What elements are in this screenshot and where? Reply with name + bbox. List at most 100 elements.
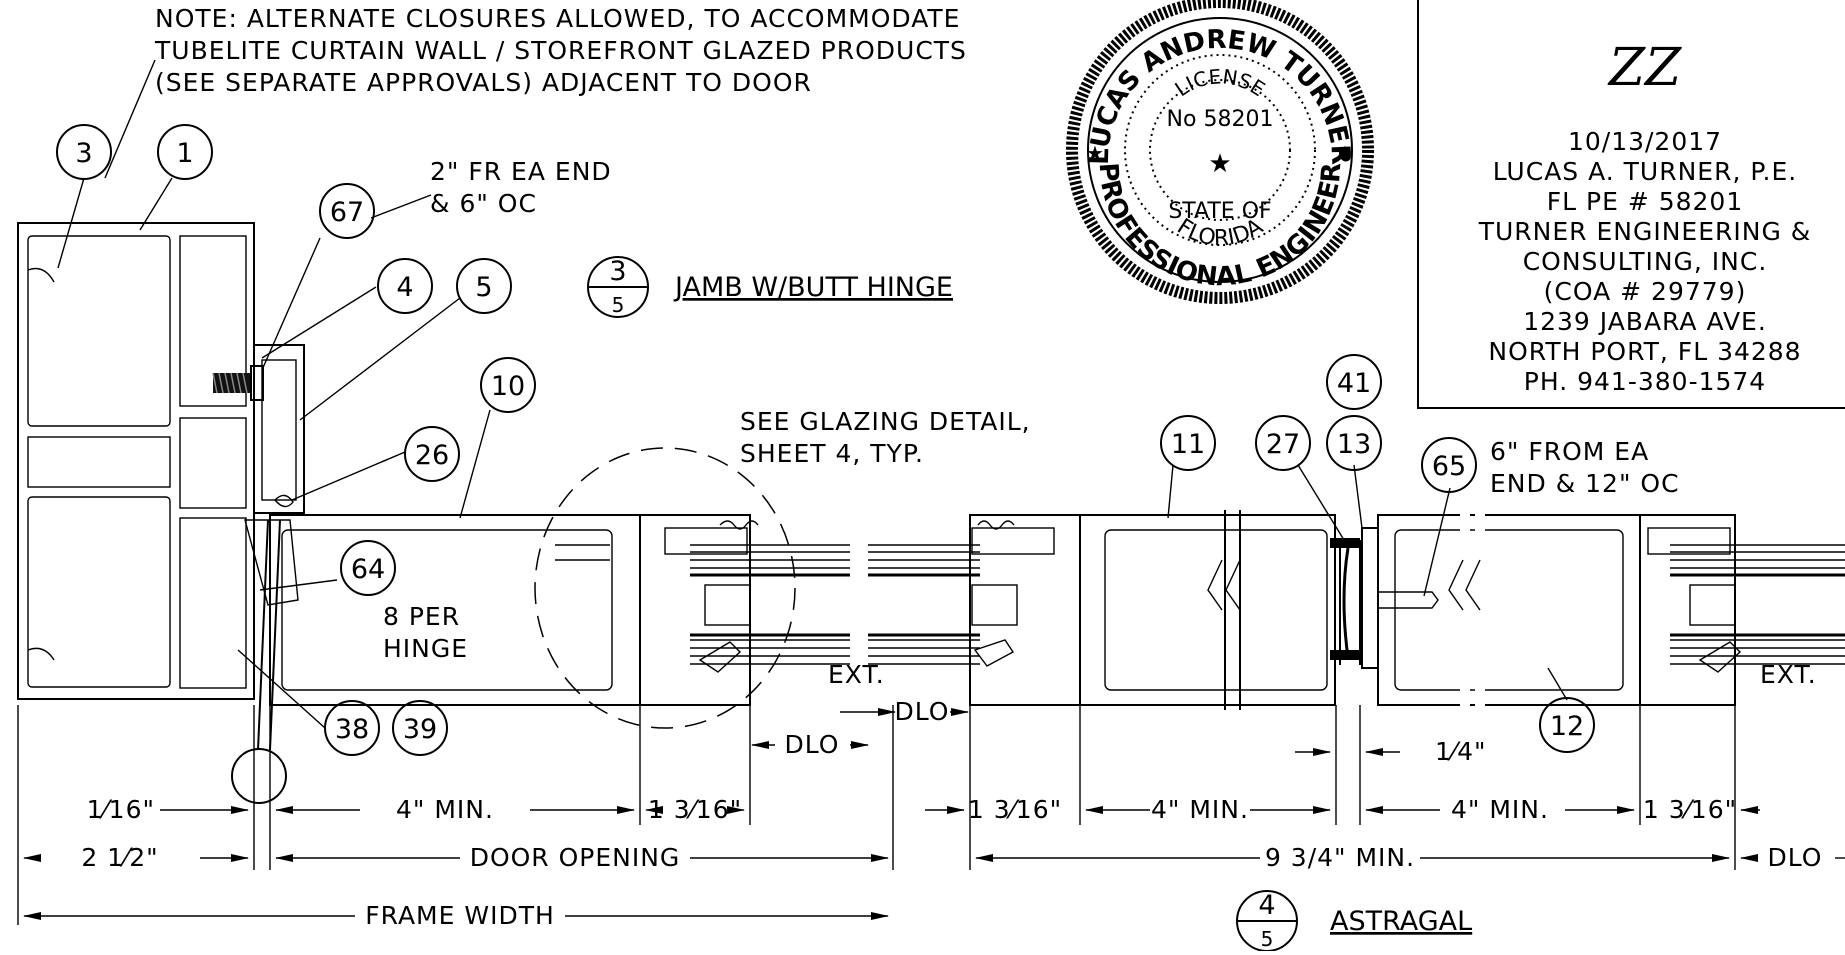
svg-text:4: 4 (396, 272, 413, 303)
detail-title: ASTRAGAL (1330, 906, 1472, 937)
svg-text:67: 67 (330, 197, 364, 228)
dim-four-min-b: 4" MIN. (1151, 795, 1249, 824)
dimension-extension-lines (17, 705, 1736, 925)
seal-license: LICENSE (1170, 64, 1269, 101)
seal-name: LUCAS ANDREW TURNER (1085, 25, 1355, 166)
glass-unit-right (1670, 544, 1845, 665)
professional-engineer-seal: LUCAS ANDREW TURNER PROFESSIONAL ENGINEE… (1066, 0, 1374, 304)
dimension-labels: 1⁄16" 4" MIN. 1 3⁄16" DLO DLO 1 3⁄16" 4"… (81, 697, 1823, 930)
exterior-label-left: EXT. (828, 660, 885, 689)
callout-leaders (57, 59, 1568, 729)
seal-left-star: ★ (1086, 141, 1104, 165)
detail-title: JAMB W/BUTT HINGE (673, 272, 953, 303)
seal-center-star: ★ (1208, 149, 1231, 179)
stamp-line-5: CONSULTING, INC. (1523, 247, 1768, 276)
callout-11: 11 (1160, 415, 1216, 471)
svg-text:10: 10 (491, 371, 525, 402)
note-line-3: (SEE SEPARATE APPROVALS) ADJACENT TO DOO… (155, 68, 812, 97)
callout-4: 4 (377, 258, 433, 314)
callout-1: 1 (157, 124, 213, 180)
callout-26: 26 (404, 426, 460, 482)
stamp-line-4: TURNER ENGINEERING & (1478, 217, 1812, 246)
engineer-stamp-box: ZZ 10/13/2017 LUCAS A. TURNER, P.E. FL P… (1417, 0, 1845, 409)
svg-text:39: 39 (403, 714, 437, 745)
svg-text:27: 27 (1266, 429, 1300, 460)
glazing-detail-circle (534, 447, 796, 729)
callout-65: 65 (1421, 437, 1477, 493)
stamp-line-3: FL PE # 58201 (1547, 187, 1744, 216)
dim-one-3-16-a: 1 3⁄16" (648, 795, 742, 824)
svg-text:5: 5 (475, 272, 492, 303)
svg-text:1: 1 (176, 138, 193, 169)
detail-tag-jamb: 3 5 JAMB W/BUTT HINGE (587, 256, 953, 318)
detail-sheet: 5 (612, 293, 625, 317)
dim-dlo-a: DLO (895, 697, 950, 726)
callout-67: 67 (319, 183, 375, 239)
detail-sheet: 5 (1261, 927, 1274, 951)
glazing-note-line-2: SHEET 4, TYP. (740, 439, 924, 468)
weatherstrip-26 (274, 494, 294, 508)
callout-38: 38 (324, 700, 380, 756)
callout-13: 13 (1326, 415, 1382, 471)
stamp-line-9: PH. 941-380-1574 (1524, 367, 1766, 396)
dim-four-min-c: 4" MIN. (1451, 795, 1549, 824)
note-line-1: NOTE: ALTERNATE CLOSURES ALLOWED, TO ACC… (155, 4, 960, 33)
dim-one-3-16-b: 1 3⁄16" (968, 795, 1062, 824)
per-hinge-line-2: HINGE (383, 634, 468, 663)
glazing-note-line-1: SEE GLAZING DETAIL, (740, 407, 1031, 436)
dimension-lines (23, 708, 1845, 920)
astragal-assembly (1330, 527, 1379, 669)
callout-64: 64 (340, 540, 396, 596)
callout-5: 5 (456, 258, 512, 314)
dim-quarter: 1⁄4" (1435, 737, 1487, 766)
fastener-spacing-line-1: 2" FR EA END (430, 157, 612, 186)
glazing-pocket-middle (969, 514, 1081, 706)
screw-fastener (212, 365, 264, 401)
door-stile-middle (1079, 510, 1336, 710)
detail-number: 4 (1258, 890, 1275, 921)
jamb-frame-profile (17, 222, 255, 700)
seal-number: No 58201 (1167, 107, 1274, 132)
stamp-line-7: 1239 JABARA AVE. (1523, 307, 1767, 336)
svg-text:64: 64 (351, 554, 385, 585)
svg-text:12: 12 (1550, 711, 1584, 742)
callout-10: 10 (480, 357, 536, 413)
svg-text:LUCAS ANDREW TURNER: LUCAS ANDREW TURNER (1085, 25, 1355, 166)
hinge-leaf (231, 519, 299, 804)
glass-unit-left (690, 544, 850, 665)
svg-text:3: 3 (75, 138, 92, 169)
stamp-line-8: NORTH PORT, FL 34288 (1488, 337, 1801, 366)
callout-27: 27 (1255, 415, 1311, 471)
dim-two-half: 2 1⁄2" (81, 843, 158, 872)
dim-sixteenth: 1⁄16" (87, 795, 155, 824)
seal-state: STATE OF (1168, 199, 1271, 224)
dim-four-min-a: 4" MIN. (396, 795, 494, 824)
svg-text:LICENSE: LICENSE (1170, 64, 1269, 101)
stamp-line-6: (COA # 29779) (1544, 277, 1747, 306)
anchor-spacing-line-2: END & 12" OC (1490, 469, 1680, 498)
stamp-line-2: LUCAS A. TURNER, P.E. (1493, 157, 1797, 186)
svg-text:65: 65 (1432, 451, 1466, 482)
callout-41: 41 (1326, 354, 1382, 410)
engineer-signature: ZZ (1607, 38, 1682, 98)
svg-text:41: 41 (1337, 368, 1371, 399)
door-stile-right (1377, 510, 1641, 710)
per-hinge-line-1: 8 PER (383, 602, 460, 631)
dim-one-3-16-c: 1 3⁄16" (1643, 795, 1737, 824)
fastener-65 (1377, 591, 1439, 609)
glazing-pocket-left (639, 514, 759, 706)
svg-text:26: 26 (415, 440, 449, 471)
svg-text:13: 13 (1337, 429, 1371, 460)
glazing-pocket-right (1639, 514, 1742, 706)
note-line-2: TUBELITE CURTAIN WALL / STOREFRONT GLAZE… (154, 36, 967, 65)
seal-right-star: ★ (1336, 141, 1354, 165)
svg-text:11: 11 (1171, 429, 1205, 460)
glass-unit-middle (868, 544, 980, 665)
stamp-line-1: 10/13/2017 (1568, 127, 1722, 156)
callout-12: 12 (1539, 697, 1595, 753)
dim-nine-three-quarter: 9 3/4" MIN. (1265, 843, 1415, 872)
detail-tag-astragal: 4 5 ASTRAGAL (1236, 890, 1472, 952)
dim-dlo-c: DLO (1768, 843, 1823, 872)
